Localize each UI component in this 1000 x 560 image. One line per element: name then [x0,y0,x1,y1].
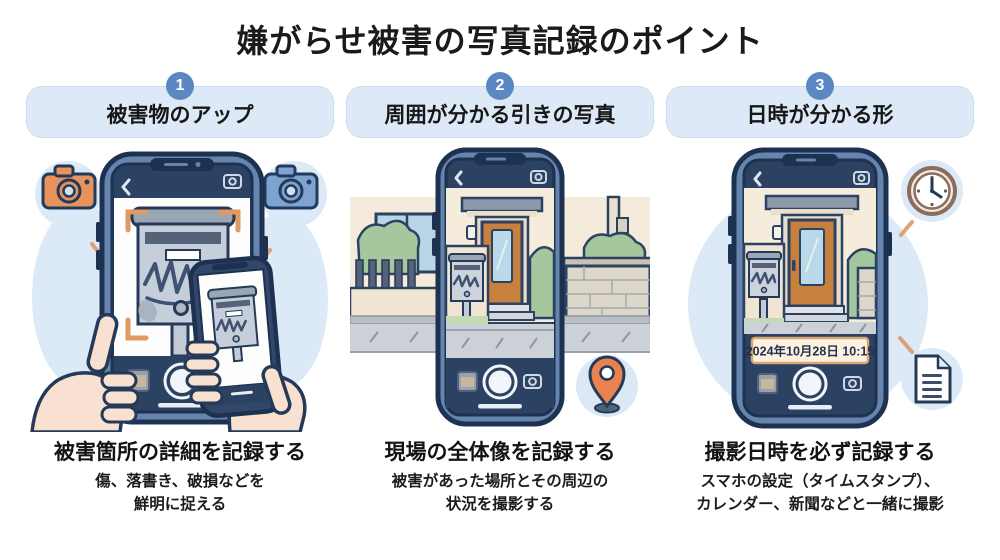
columns-row: 1 被害物のアップ [0,72,1000,517]
shutter-button [792,366,828,402]
step-2-desc-line1: 被害があった場所とその周辺の [391,473,609,490]
step-2-description: 被害があった場所とその周辺の 状況を撮影する [392,470,609,517]
back-chevron-icon [454,170,463,186]
step-2-illustration [350,142,650,432]
back-chevron-icon [753,171,762,187]
step-1-number-badge: 1 [166,72,194,100]
mailbox-graffiti [746,251,782,322]
clock-icon [901,160,963,222]
step-3-desc-line2: カレンダー、新聞などと一緒に撮影 [696,496,944,514]
grass [744,318,784,324]
left-hand [30,312,140,432]
doorbell [466,225,477,240]
camera-icon-blue [263,164,319,210]
camera-icon-orange [41,164,97,210]
timestamp-text: 2024年10月28日 10:15 [746,344,875,359]
page-title: 嫌がらせ被害の写真記録のポイント [236,23,764,59]
camera-flip-icon [853,171,870,185]
house-scene [742,188,878,334]
door-lintel [764,194,860,211]
right-hand-fingers [183,340,292,415]
phone-camera: 2024年10月28日 10:15 [728,147,892,429]
step-2-column: 2 周囲が分かる引きの写真 [346,72,654,517]
mailbox-graffiti-small [207,285,259,363]
brick-wall [562,256,650,326]
step-3-illustration: 2024年10月28日 10:15 [670,142,970,432]
camera-flip-icon [843,376,862,391]
document-icon [901,348,963,410]
home-indicator [788,405,832,410]
camera-flip-icon [530,170,547,184]
accent-dash [898,336,914,354]
hedge [528,245,556,320]
step-3-heading: 撮影日時を必ず記録する [704,441,936,464]
home-indicator [158,403,206,408]
step-2-heading: 現場の全体像を記録する [384,441,616,464]
step-1-description: 傷、落書き、破損などを 鮮明に捉える [95,470,264,517]
step-3-desc-line1: スマホの設定（タイムスタンプ）、 [700,473,940,490]
step-3-number-badge: 3 [806,72,834,100]
door-lintel [460,196,544,213]
grass [446,316,488,324]
brick-strip [856,266,878,320]
timestamp-overlay: 2024年10月28日 10:15 [746,336,875,365]
step-1-heading: 被害箇所の詳細を記録する [54,441,306,464]
step-1-column: 1 被害物のアップ [26,72,334,517]
wide-shot-illustration [350,147,650,427]
step-2-desc-line2: 状況を撮影する [445,496,555,514]
step-1-illustration [30,142,330,432]
shutter-button [482,364,518,400]
location-pin-icon [576,355,638,417]
step-3-column: 3 日時が分かる形 [666,72,974,517]
closeup-photo-illustration [30,151,328,432]
step-1-desc-line1: 傷、落書き、破損などを [95,473,265,490]
house-scene [444,188,556,358]
step-2-number-badge: 2 [486,72,514,100]
back-chevron-icon [121,178,131,196]
camera-flip-icon [223,174,242,189]
camera-flip-icon [523,374,542,389]
phone-camera [432,147,565,427]
timestamp-illustration: 2024年10月28日 10:15 [688,147,963,429]
accent-dash [899,220,914,237]
sidewalk-in-screen [744,322,876,334]
home-indicator [478,404,522,409]
doorbell [772,225,783,240]
step-1-desc-line2: 鮮明に捉える [133,496,227,514]
step-3-description: スマホの設定（タイムスタンプ）、 カレンダー、新聞などと一緒に撮影 [696,470,944,517]
